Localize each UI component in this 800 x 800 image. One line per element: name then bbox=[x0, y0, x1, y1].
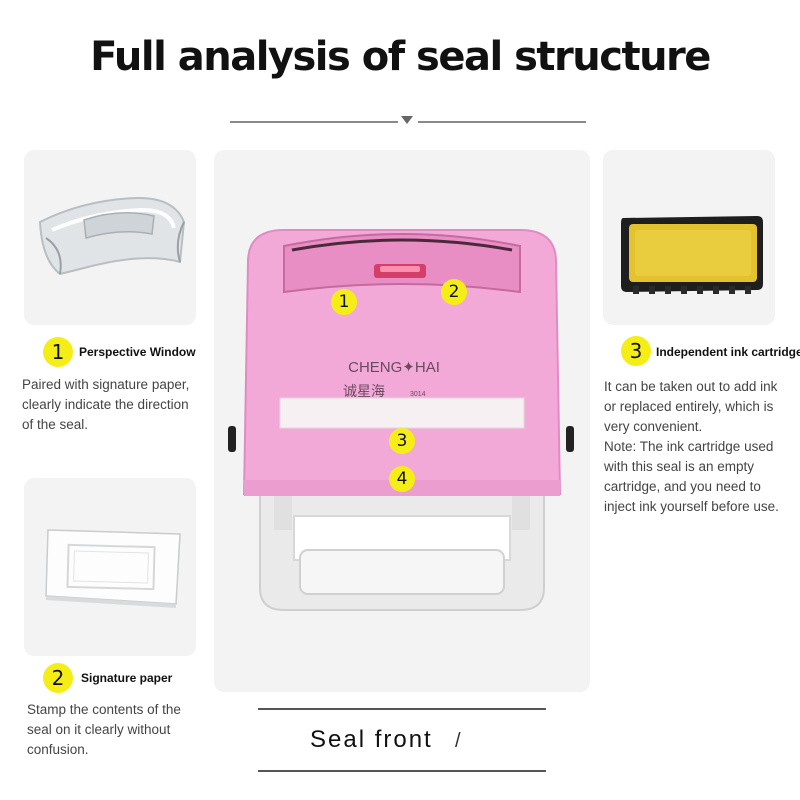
feature-2-title: Signature paper bbox=[81, 671, 173, 685]
main-stamp-card: CHENG✦HAI 诚星海 3014 1 2 3 4 bbox=[214, 150, 590, 692]
feature-3-description: It can be taken out to add ink or replac… bbox=[604, 377, 779, 517]
footer-label: Seal front bbox=[310, 726, 433, 753]
footer-divider-top bbox=[258, 708, 546, 710]
stamp-model: 3014 bbox=[410, 391, 426, 398]
ink-cartridge-card bbox=[603, 150, 775, 325]
ink-cartridge-image bbox=[621, 216, 763, 294]
feature-2-line: confusion. bbox=[27, 742, 89, 757]
feature-3-line: very convenient. bbox=[604, 419, 703, 434]
marker-3: 3 bbox=[389, 428, 415, 454]
footer-slash: / bbox=[455, 730, 461, 752]
stamp-brand: CHENG✦HAI bbox=[348, 359, 440, 376]
marker-1: 1 bbox=[331, 289, 357, 315]
signature-paper-image bbox=[45, 529, 181, 608]
feature-3-title: Independent ink cartridge bbox=[656, 345, 800, 359]
feature-3-line: with this seal is an empty bbox=[604, 459, 755, 474]
feature-2-line: Stamp the contents of the bbox=[27, 702, 181, 717]
stamp-image: CHENG✦HAI 诚星海 3014 bbox=[228, 229, 574, 611]
signature-paper-card bbox=[24, 478, 196, 656]
page-title: Full analysis of seal structure bbox=[90, 34, 711, 80]
feature-3-line: Note: The ink cartridge used bbox=[604, 439, 774, 454]
marker-2: 2 bbox=[441, 279, 467, 305]
feature-1-badge: 1 bbox=[43, 337, 73, 367]
marker-4: 4 bbox=[389, 466, 415, 492]
feature-3-line: It can be taken out to add ink bbox=[604, 379, 778, 394]
footer-divider-bottom bbox=[258, 770, 546, 772]
feature-1-description: Paired with signature paper, clearly ind… bbox=[22, 375, 189, 435]
title-divider-right bbox=[418, 121, 586, 123]
caret-down-icon bbox=[401, 116, 413, 124]
feature-3-line: or replaced entirely, which is bbox=[604, 399, 774, 414]
feature-3-line: inject ink yourself before use. bbox=[604, 499, 779, 514]
stamp-brand-cn: 诚星海 bbox=[343, 384, 385, 400]
feature-1-line: of the seal. bbox=[22, 417, 89, 432]
feature-2-description: Stamp the contents of the seal on it cle… bbox=[27, 700, 181, 760]
feature-1-title: Perspective Window bbox=[79, 345, 196, 359]
feature-1-line: clearly indicate the direction bbox=[22, 397, 189, 412]
perspective-window-image bbox=[38, 196, 186, 276]
feature-2-badge: 2 bbox=[43, 663, 73, 693]
feature-3-badge: 3 bbox=[621, 336, 651, 366]
feature-3-line: cartridge, and you need to bbox=[604, 479, 761, 494]
feature-1-line: Paired with signature paper, bbox=[22, 377, 190, 392]
title-divider-left bbox=[230, 121, 398, 123]
feature-2-line: seal on it clearly without bbox=[27, 722, 171, 737]
perspective-window-card bbox=[24, 150, 196, 325]
